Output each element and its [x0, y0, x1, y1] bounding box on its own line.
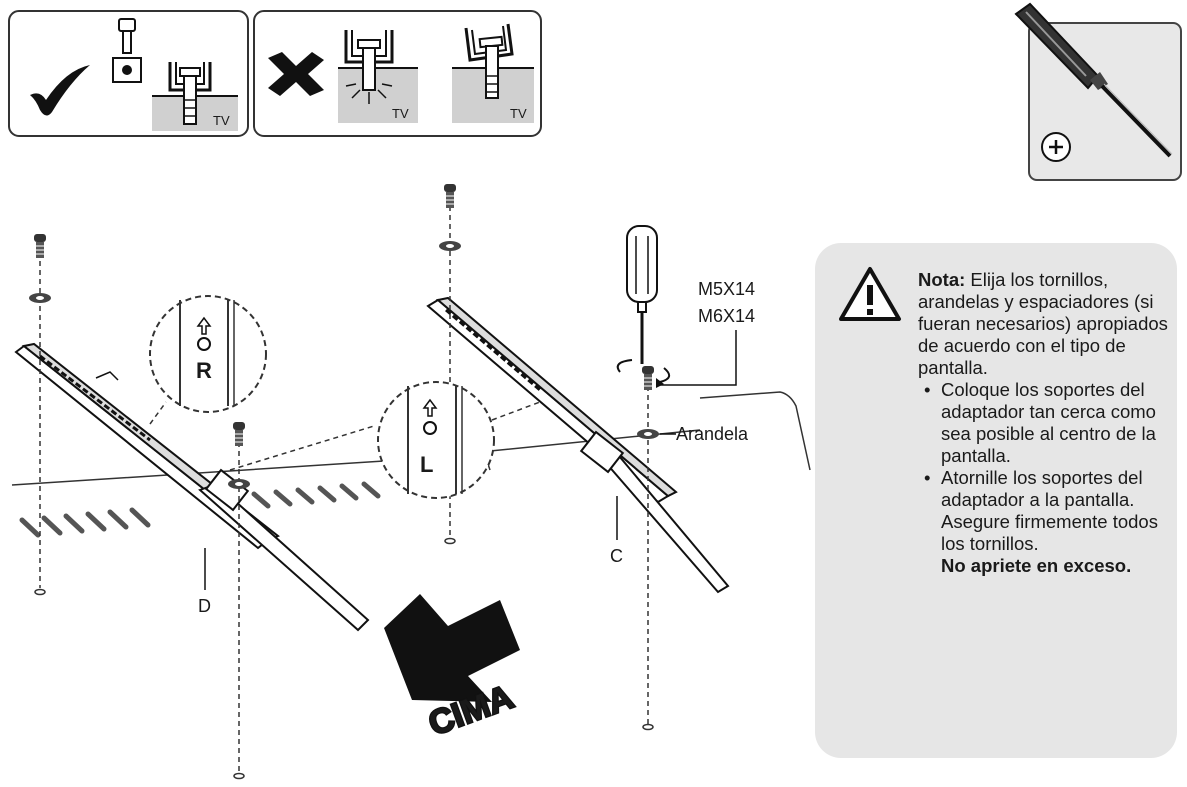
note-title: Nota: [918, 269, 966, 290]
magnifier-right-bracket: R [149, 295, 267, 413]
washer-label: Arandela [676, 424, 749, 444]
up-arrow-icon [422, 398, 438, 417]
list-item: •Coloque los soportes del adaptador tan … [924, 379, 1156, 466]
washer-icon [439, 241, 461, 251]
screw-icon [443, 183, 457, 209]
note-text: Nota: Elija los tornillos, arandelas y e… [918, 269, 1168, 577]
screw-icon [232, 421, 246, 447]
washer-icon [29, 293, 51, 303]
list-item: •Atornille los soportes del adaptador a … [924, 467, 1158, 554]
phillips-head-icon [1041, 132, 1071, 162]
bracket-right-letter: R [196, 358, 212, 383]
bracket-screw-icon [168, 62, 212, 125]
tool-panel [1014, 2, 1182, 181]
tv-vent-slats [19, 481, 381, 538]
screw-size-2: M6X14 [698, 306, 755, 326]
bracket-c-label: C [610, 546, 623, 566]
bracket-left-letter: L [420, 452, 433, 477]
note-intro-text: Elija los tornillos, arandelas y espacia… [918, 269, 1168, 378]
note-box: Nota: Elija los tornillos, arandelas y e… [815, 243, 1177, 758]
screw-icon [641, 365, 655, 391]
tv-label-correct: TV [213, 113, 230, 128]
tv-label-wrong-1: TV [392, 106, 409, 121]
bracket-d [14, 342, 370, 632]
up-arrow-icon [196, 316, 212, 335]
note-intro: Nota: Elija los tornillos, arandelas y e… [918, 269, 1168, 379]
warning-icon [839, 267, 901, 321]
screw-size-1: M5X14 [698, 279, 755, 299]
magnifier-left-bracket: L [377, 381, 495, 499]
note-warning: No apriete en exceso. [941, 555, 1132, 576]
washer-icon [228, 479, 250, 489]
tv-label-wrong-2: TV [510, 106, 527, 121]
note-bullets: •Coloque los soportes del adaptador tan … [918, 379, 1168, 555]
bracket-c [426, 296, 730, 594]
screw-axis-lines [39, 206, 649, 772]
checkmark-icon [30, 65, 90, 116]
correct-usage-panel: TV [8, 10, 249, 137]
loose-screw-icon [464, 23, 514, 99]
screw-spacer-icon [112, 18, 142, 83]
screw-size-leader [660, 330, 737, 386]
cross-icon [268, 52, 324, 96]
washer-icon [637, 429, 659, 439]
screwdriver-icon [1014, 2, 1173, 158]
arrow-icon [384, 594, 520, 702]
rotation-arrow-icon [616, 359, 671, 388]
screw-icon [33, 233, 47, 259]
bracket-d-label: D [198, 596, 211, 616]
wrong-usage-panel: TV TV [253, 10, 542, 137]
overtightened-screw-icon [344, 30, 394, 104]
screwdriver-drive-icon [626, 225, 658, 364]
